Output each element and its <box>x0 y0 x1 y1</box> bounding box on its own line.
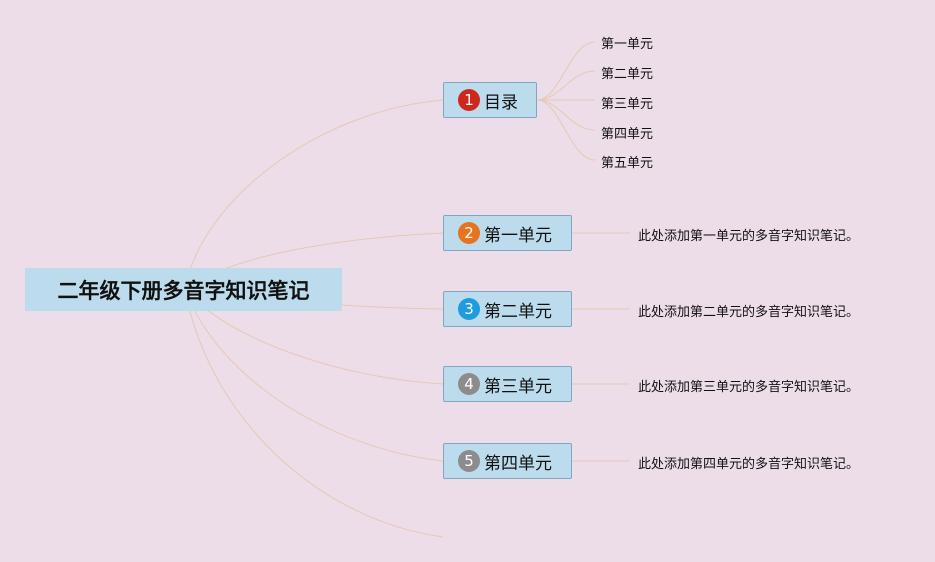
branch-label: 第一单元 <box>484 225 552 246</box>
root-topic[interactable]: 二年级下册多音字知识笔记 <box>25 268 342 311</box>
unit-note[interactable]: 此处添加第四单元的多音字知识笔记。 <box>638 457 860 472</box>
branch-toc[interactable]: 1 目录 <box>443 82 537 118</box>
number-3-icon: 3 <box>458 298 480 320</box>
root-title: 二年级下册多音字知识笔记 <box>57 278 310 303</box>
number-5-icon: 5 <box>458 450 480 472</box>
unit-note[interactable]: 此处添加第一单元的多音字知识笔记。 <box>638 229 860 244</box>
branch-unit-4[interactable]: 5 第四单元 <box>443 443 572 479</box>
number-1-icon: 1 <box>458 89 480 111</box>
branch-label: 第二单元 <box>484 301 552 322</box>
unit-note[interactable]: 此处添加第二单元的多音字知识笔记。 <box>638 305 860 320</box>
toc-item[interactable]: 第二单元 <box>601 67 654 82</box>
branch-unit-1[interactable]: 2 第一单元 <box>443 215 572 251</box>
toc-item[interactable]: 第三单元 <box>601 97 654 112</box>
toc-item[interactable]: 第一单元 <box>601 37 654 52</box>
unit-note[interactable]: 此处添加第三单元的多音字知识笔记。 <box>638 380 860 395</box>
branch-unit-2[interactable]: 3 第二单元 <box>443 291 572 327</box>
branch-label: 第三单元 <box>484 376 552 397</box>
branch-label: 目录 <box>484 92 518 113</box>
toc-item[interactable]: 第四单元 <box>601 127 654 142</box>
number-4-icon: 4 <box>458 373 480 395</box>
toc-item[interactable]: 第五单元 <box>601 156 654 171</box>
number-2-icon: 2 <box>458 222 480 244</box>
branch-unit-3[interactable]: 4 第三单元 <box>443 366 572 402</box>
branch-label: 第四单元 <box>484 453 552 474</box>
